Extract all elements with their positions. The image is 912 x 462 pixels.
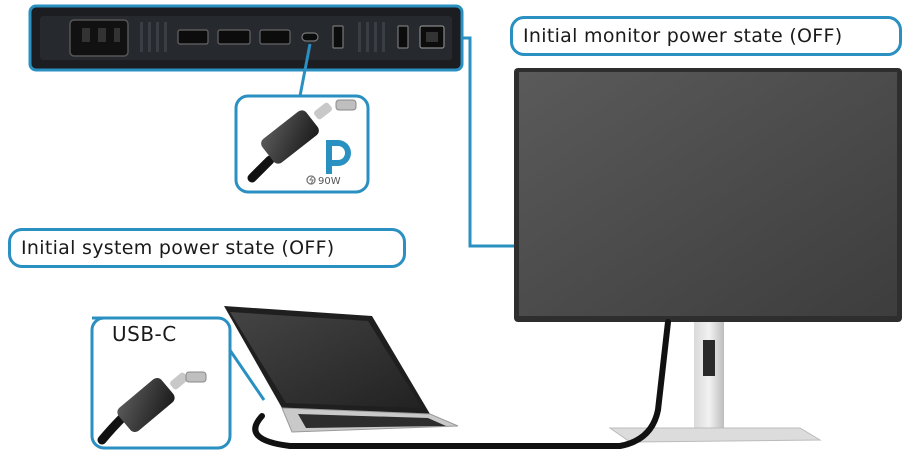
system-power-state-label: Initial system power state (OFF) bbox=[8, 228, 406, 268]
laptop bbox=[224, 306, 459, 433]
ethernet-port bbox=[419, 25, 445, 49]
usb-c-plug-rear bbox=[247, 99, 357, 183]
ac-power-port bbox=[69, 19, 129, 57]
hdmi-port-2 bbox=[259, 29, 291, 45]
monitor bbox=[514, 68, 902, 443]
vent-grille-2 bbox=[358, 22, 385, 52]
usb-c-plug-laptop bbox=[97, 371, 207, 445]
displayport-port bbox=[217, 29, 251, 45]
usb-c-port-rear bbox=[301, 32, 319, 42]
usb-c-label: USB-C bbox=[112, 322, 177, 346]
power-delivery-icon bbox=[306, 175, 316, 185]
monitor-power-state-label: Initial monitor power state (OFF) bbox=[510, 16, 902, 56]
usb-a-port-2 bbox=[397, 25, 409, 49]
connection-line bbox=[462, 36, 522, 248]
power-rating-label: 90W bbox=[318, 176, 341, 187]
usb-c-cable bbox=[252, 319, 671, 449]
hdmi-port-1 bbox=[177, 29, 209, 45]
usb-a-port-1 bbox=[332, 25, 344, 49]
monitor-stand bbox=[608, 322, 822, 443]
displayport-logo-icon bbox=[326, 140, 351, 174]
monitor-screen bbox=[519, 72, 897, 316]
rear-usb-c-zoom-callout bbox=[234, 43, 370, 194]
monitor-rear-io-panel bbox=[28, 4, 464, 72]
vent-grille bbox=[140, 22, 167, 52]
laptop-usb-c-zoom-callout bbox=[90, 316, 266, 450]
